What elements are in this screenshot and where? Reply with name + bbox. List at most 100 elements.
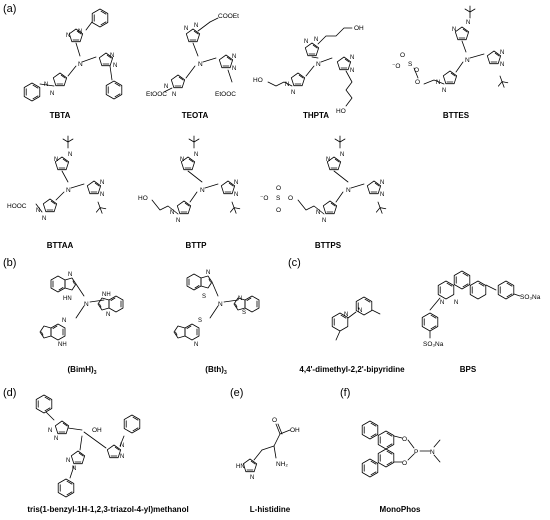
panel-label-f: (f)	[340, 387, 350, 399]
svg-text:N: N	[234, 192, 238, 198]
label-bps: BPS	[460, 365, 477, 374]
svg-text:N: N	[68, 272, 72, 278]
panel-label-e: (e)	[230, 387, 243, 399]
svg-text:N: N	[180, 157, 184, 163]
svg-text:N: N	[316, 210, 320, 216]
svg-text:HN: HN	[63, 296, 72, 302]
svg-text:⁻O: ⁻O	[260, 195, 269, 202]
svg-text:N: N	[50, 91, 54, 97]
structure-bttps: N N N N N N N O O S O ⁻O	[260, 135, 388, 224]
svg-text:N: N	[218, 301, 223, 308]
svg-text:N: N	[54, 436, 58, 442]
svg-text:N: N	[500, 62, 504, 68]
svg-text:N: N	[194, 152, 198, 158]
svg-text:N: N	[430, 449, 435, 456]
svg-text:N: N	[380, 180, 384, 186]
svg-text:S: S	[408, 61, 413, 68]
svg-text:N: N	[110, 53, 114, 59]
svg-text:N: N	[346, 187, 351, 194]
svg-text:N: N	[120, 443, 124, 449]
svg-text:N: N	[454, 300, 458, 306]
svg-text:N: N	[48, 428, 52, 434]
svg-text:N: N	[234, 180, 238, 186]
label-teota: TEOTA	[182, 111, 209, 120]
svg-text:N: N	[322, 218, 326, 224]
svg-text:N: N	[172, 92, 176, 98]
svg-text:HOOC: HOOC	[7, 203, 27, 210]
svg-text:P: P	[414, 449, 418, 456]
svg-text:O: O	[414, 67, 419, 74]
svg-text:N: N	[304, 39, 308, 45]
svg-text:⁻O: ⁻O	[392, 63, 401, 70]
svg-text:N: N	[206, 270, 210, 276]
panel-label-a: (a)	[3, 3, 16, 15]
svg-text:N: N	[340, 152, 344, 158]
label-bttes: BTTES	[443, 111, 470, 120]
svg-text:NH: NH	[58, 342, 67, 348]
svg-text:N: N	[358, 308, 362, 314]
svg-text:S: S	[198, 318, 202, 324]
svg-text:N: N	[238, 296, 242, 302]
structure-bttes: N N N N N N N O S O O ⁻O	[392, 5, 510, 94]
svg-text:COOEt: COOEt	[218, 13, 239, 20]
svg-text:N: N	[466, 20, 470, 26]
svg-text:N: N	[380, 192, 384, 198]
structure-bps: N N SO₃Na SO₃Na	[421, 270, 541, 348]
svg-text:OH: OH	[354, 25, 364, 32]
svg-text:SO₃Na: SO₃Na	[423, 341, 444, 348]
svg-text:N: N	[326, 157, 330, 163]
svg-text:N: N	[170, 210, 174, 216]
svg-text:O: O	[415, 79, 420, 86]
svg-text:HO: HO	[336, 108, 346, 115]
label-bttaa: BTTAA	[47, 241, 74, 250]
svg-text:EtOOC: EtOOC	[215, 91, 236, 98]
label-bttps: BTTPS	[315, 241, 342, 250]
svg-text:S: S	[242, 310, 246, 316]
svg-text:N: N	[452, 27, 456, 33]
structure-monophos: O O P N	[361, 420, 441, 478]
svg-text:O: O	[400, 52, 405, 59]
label-thpta: THPTA	[303, 111, 329, 120]
svg-text:N: N	[465, 57, 470, 64]
svg-text:N: N	[164, 84, 168, 90]
svg-text:N: N	[84, 301, 89, 308]
svg-text:O: O	[402, 436, 407, 443]
svg-text:N: N	[232, 66, 236, 72]
svg-text:N: N	[106, 312, 110, 318]
svg-text:N: N	[78, 29, 82, 35]
svg-text:N: N	[66, 187, 71, 194]
svg-text:N: N	[42, 216, 46, 222]
svg-text:N: N	[442, 88, 446, 94]
svg-text:N: N	[316, 61, 321, 68]
svg-text:N: N	[194, 342, 198, 348]
label-tbtm: tris(1-benzyl-1H-1,2,3-triazol-4-yl)meth…	[27, 505, 188, 514]
structure-tbta: N N N N N N N	[23, 8, 123, 102]
svg-text:EtOOC: EtOOC	[146, 91, 167, 98]
label-bth3: (Bth)3	[205, 365, 227, 376]
svg-text:SO₃Na: SO₃Na	[520, 294, 541, 301]
panel-label-d: (d)	[3, 387, 16, 399]
svg-text:N: N	[436, 80, 440, 86]
svg-text:N: N	[113, 63, 117, 69]
svg-text:N: N	[500, 50, 504, 56]
svg-text:S: S	[276, 195, 281, 202]
svg-text:HO: HO	[253, 77, 263, 84]
svg-text:N: N	[350, 55, 354, 61]
svg-text:NH: NH	[102, 292, 111, 298]
svg-text:O: O	[276, 185, 281, 192]
structure-bimh3: N HN N NH N N NH	[39, 272, 124, 348]
structure-teota: N N COOEt N N N EtOOC N N EtOOC	[146, 13, 239, 98]
structure-thpta: OH N N N N N HO N N HO	[253, 25, 364, 115]
structure-dmbpy: N N	[331, 296, 381, 341]
svg-text:N: N	[36, 208, 40, 214]
structure-bttp: N N N N N N N HO	[138, 135, 242, 224]
svg-text:N: N	[68, 152, 72, 158]
label-dmbpy: 4,4'-dimethyl-2,2'-bipyridine	[299, 365, 405, 374]
structure-histidine: HN N O OH NH₂	[236, 417, 300, 481]
svg-text:N: N	[344, 312, 348, 318]
svg-text:N: N	[184, 26, 188, 32]
svg-text:NH₂: NH₂	[276, 461, 288, 468]
svg-text:N: N	[120, 454, 124, 460]
svg-text:N: N	[291, 90, 295, 96]
